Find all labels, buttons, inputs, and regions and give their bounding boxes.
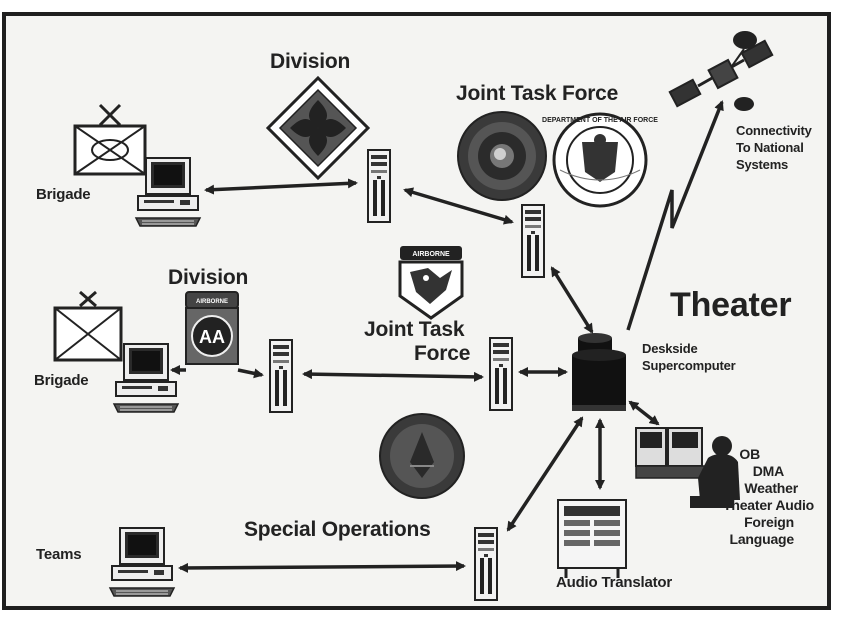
jtf-seal-dark — [457, 111, 547, 201]
air-force-seal-text: DEPARTMENT OF THE AIR FORCE — [542, 117, 658, 124]
special-ops-server — [474, 527, 498, 601]
airborne-82-patch: AA — [185, 291, 239, 365]
division-label-mid: Division — [168, 266, 249, 289]
division-insignia-top — [265, 75, 371, 181]
satellite-icon — [668, 31, 774, 111]
jtf-label-top: Joint Task Force — [456, 82, 619, 105]
special-operations-label: Special Operations — [244, 518, 431, 541]
brigade-label-mid: Brigade — [34, 372, 89, 389]
teams-computer — [109, 527, 175, 597]
arrow-division-jtf-mid — [302, 369, 484, 382]
intel-sources-list: OB DMA Weather Theater Audio Foreign Lan… — [723, 446, 814, 547]
brigade-computer-mid — [113, 343, 179, 413]
analyst-workstation-icon — [635, 427, 740, 508]
airborne-tab-text: AIRBORNE — [412, 251, 450, 258]
special-operations-seal — [379, 413, 465, 499]
division-server-top — [367, 149, 391, 223]
teams-label: Teams — [36, 546, 82, 563]
airborne-82-tab-text: AIRBORNE — [196, 299, 228, 305]
diagram-frame — [2, 12, 831, 610]
audio-translator-icon — [557, 499, 627, 578]
airborne-dragon-patch — [398, 246, 464, 320]
arrow-teams-specialops — [178, 561, 466, 573]
arrow-specialops-supercomputer — [506, 416, 584, 532]
brigade-symbol-mid — [53, 290, 123, 362]
arrow-supercomputer-analyst — [628, 400, 660, 426]
division-server-mid — [269, 339, 293, 413]
svg-text:AA: AA — [199, 327, 225, 347]
jtf-server-mid — [489, 337, 513, 411]
brigade-label-top: Brigade — [36, 186, 91, 203]
air-force-seal — [552, 112, 648, 208]
theater-label: Theater — [670, 286, 792, 324]
brigade-symbol-top — [73, 103, 147, 176]
supercomputer-icon — [572, 333, 626, 411]
jtf-label-mid-2: Force — [414, 342, 471, 365]
arrow-brigade-division-top — [204, 178, 358, 195]
jtf-server-top — [521, 204, 545, 278]
connectivity-label: Connectivity To National Systems — [736, 123, 812, 172]
supercomputer-label: Deskside Supercomputer — [642, 341, 736, 373]
jtf-label-mid-1: Joint Task — [364, 318, 465, 341]
arrow-patch-division-mid — [237, 368, 264, 379]
arrow-satellite-link — [626, 100, 724, 331]
audio-translator-label: Audio Translator — [556, 574, 672, 591]
brigade-computer-top — [135, 157, 201, 227]
division-label-top: Division — [270, 50, 351, 73]
arrow-jtf-supercomputer — [550, 266, 594, 334]
arrow-division-jtf-top — [403, 187, 514, 225]
